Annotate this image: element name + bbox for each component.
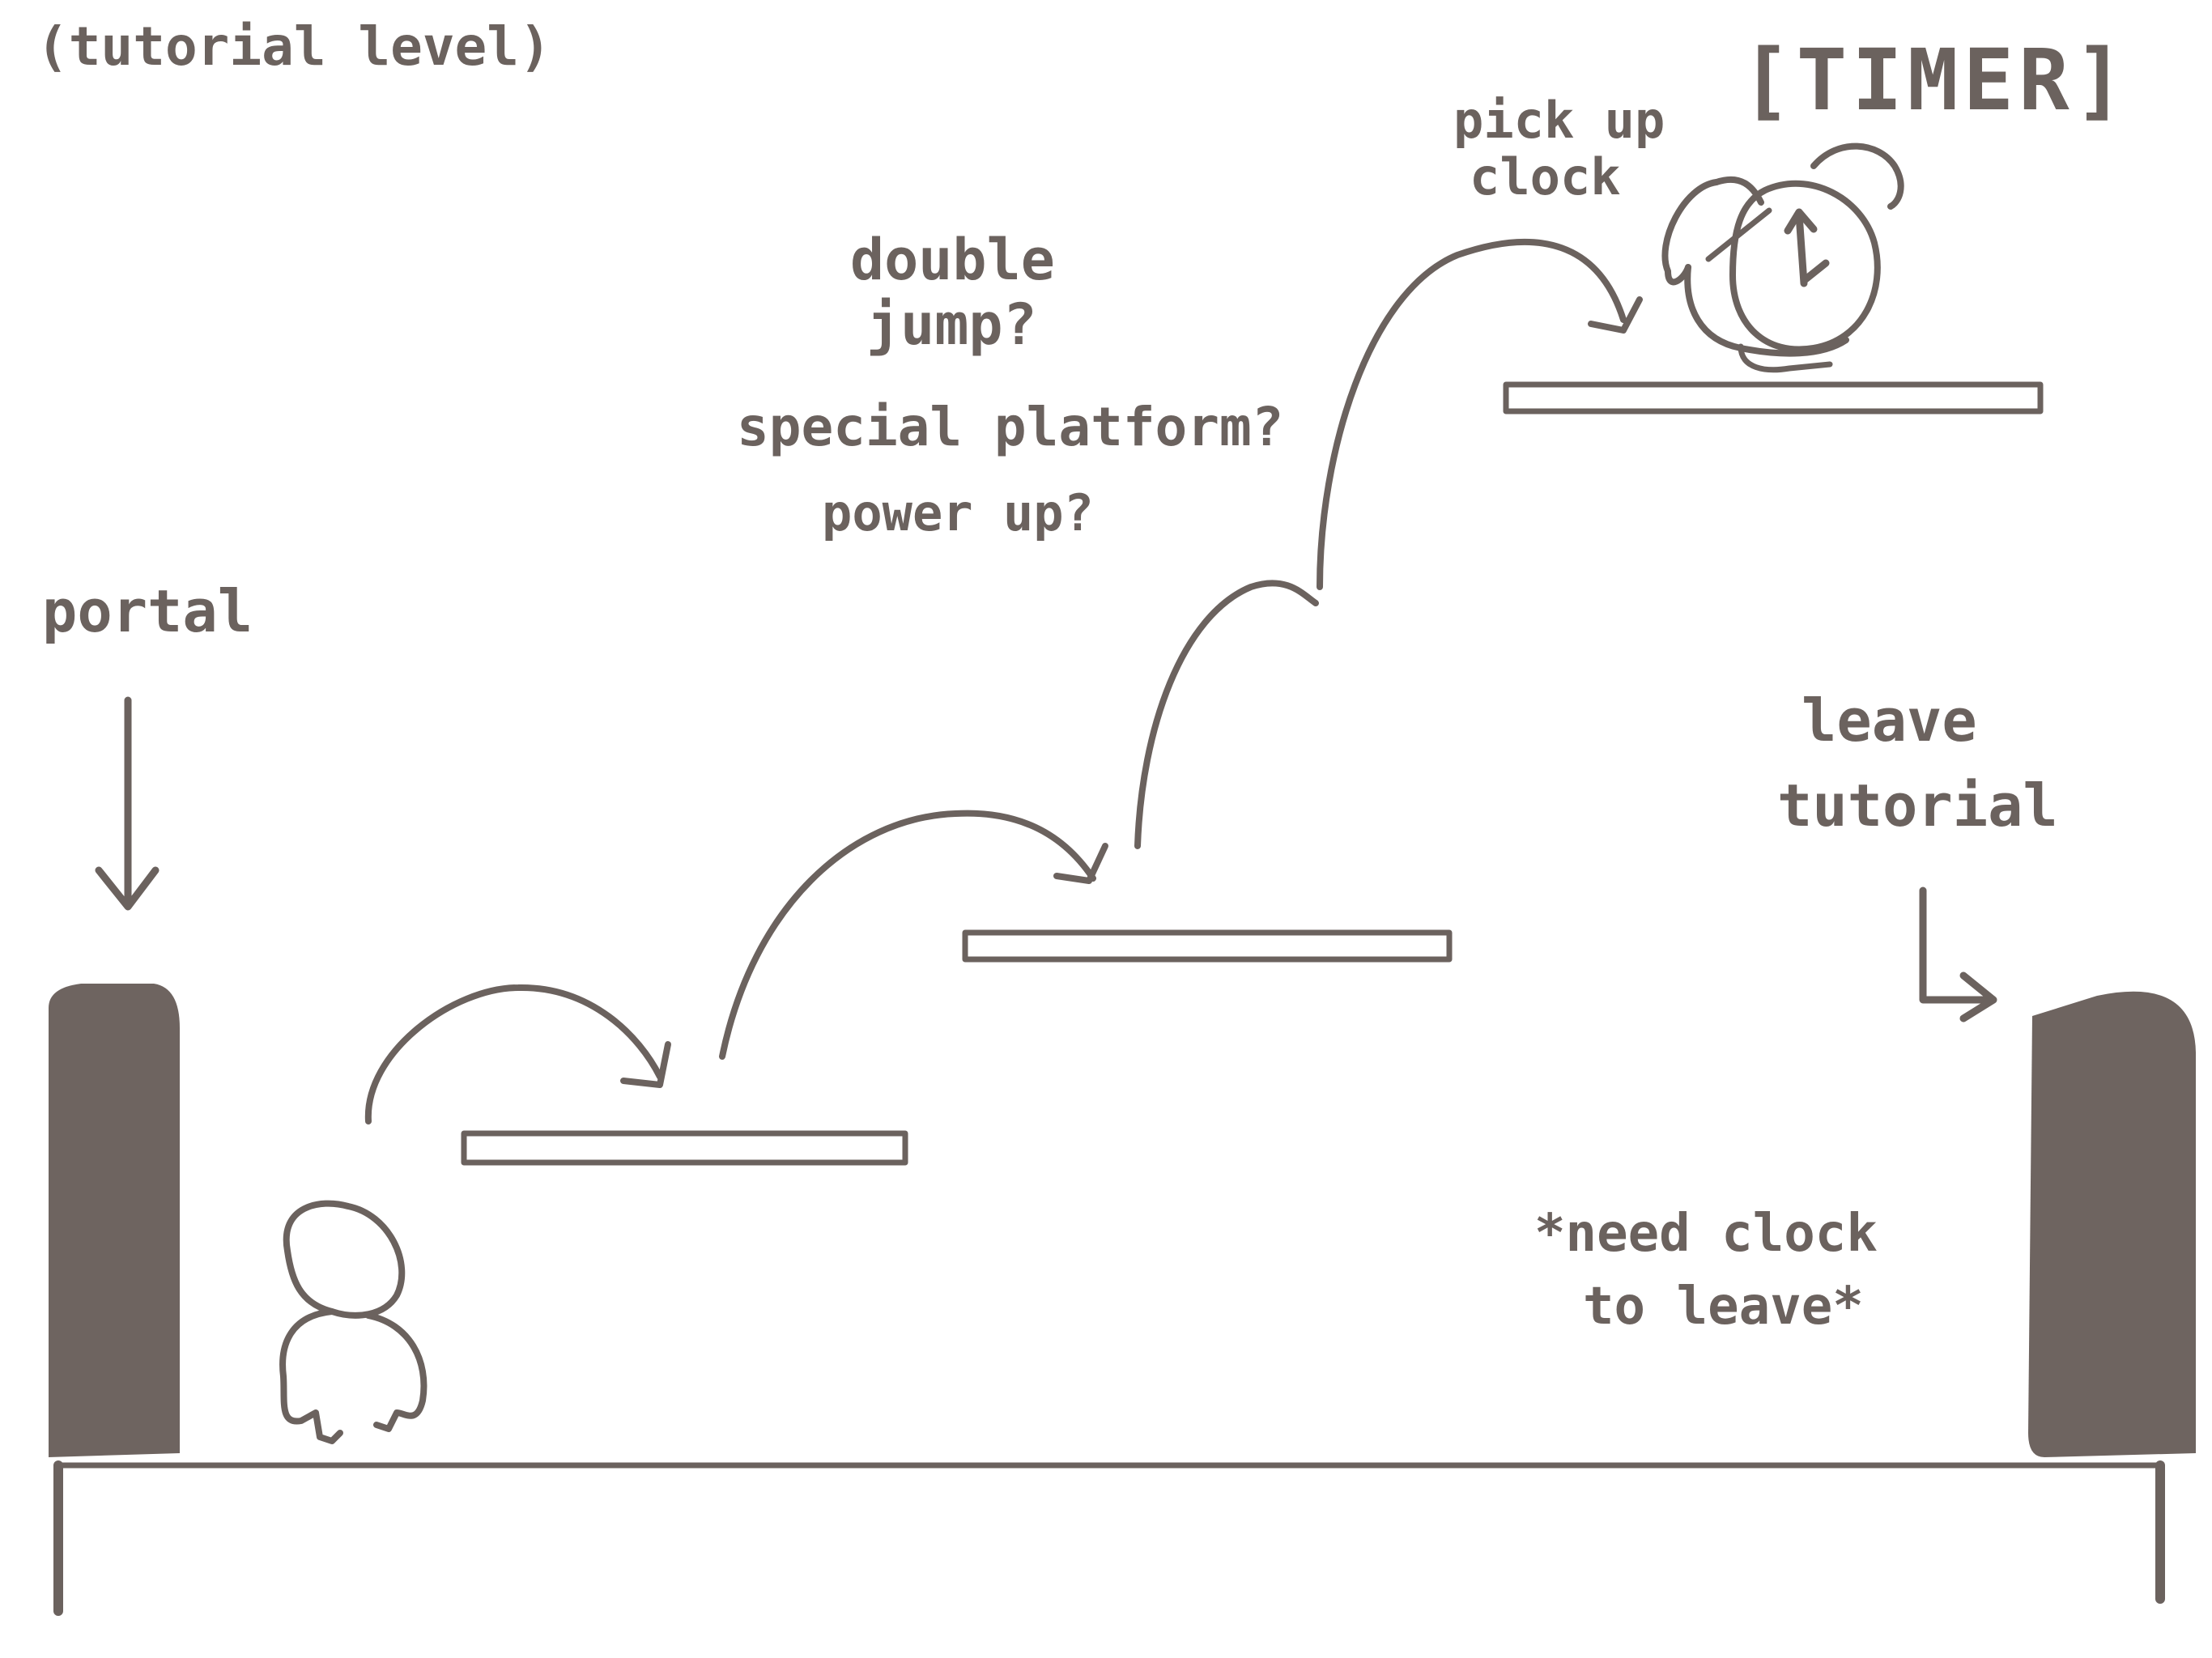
down-arrow-icon [95,696,160,911]
portal-label: portal [42,577,253,645]
alarm-clock-icon[interactable] [1661,142,1904,373]
exit-portal[interactable] [2028,991,2196,1457]
leave-tutorial-label: leave tutorial [1777,687,2058,840]
player-character-icon[interactable] [279,1200,428,1444]
platform-3[interactable] [1503,381,2044,414]
platform-1[interactable] [461,1130,908,1166]
pick-up-clock-label: pick up clock [1453,91,1695,206]
power-up-label: power up? [822,483,1094,542]
need-clock-note: *need clock to leave* [1534,1204,1908,1337]
level-title: (tutorial level) [36,15,551,78]
special-platform-label: special platform? [737,396,1284,458]
jump-arc-arrow-icon [719,810,1108,1060]
double-jump-label: double jump? [850,227,1089,358]
platform-2[interactable] [962,929,1453,963]
jump-arc-arrow-icon [1134,580,1319,849]
entrance-portal[interactable] [49,984,180,1457]
exit-arrow-icon [1919,886,1997,1022]
timer-label: [TIMER] [1741,31,2129,130]
ground [53,1460,2165,1616]
jump-arc-arrow-icon [364,984,671,1124]
jump-arc-arrow-icon [1317,238,1643,590]
